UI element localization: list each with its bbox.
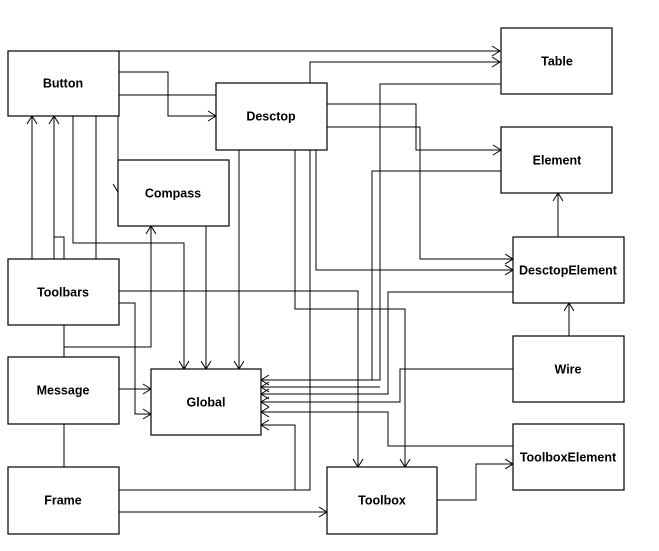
node-element: Element (500, 126, 613, 194)
node-global: Global (150, 368, 262, 436)
node-label: Button (43, 76, 83, 90)
edge-wire-global (261, 368, 513, 403)
node-table: Table (500, 27, 613, 95)
edge-toolbox-global (261, 424, 296, 490)
edge-table-global (261, 83, 501, 381)
node-desctop-element: DesctopElement (512, 236, 625, 304)
node-frame: Frame (7, 466, 120, 535)
edge-toolboxelement-global (261, 411, 513, 447)
node-label: Frame (44, 493, 82, 507)
node-label: Global (187, 395, 226, 409)
node-label: Compass (145, 186, 201, 200)
node-label: DesctopElement (519, 263, 618, 277)
node-label: Desctop (246, 109, 296, 123)
node-desctop: Desctop (215, 82, 328, 151)
node-label: Wire (555, 362, 582, 376)
node-button: Button (7, 50, 120, 117)
edge-button-desctop (119, 71, 216, 117)
edge-desctopelement-global (261, 291, 513, 395)
node-message: Message (7, 356, 120, 425)
edge-button-toolbox (95, 116, 359, 467)
node-label: Message (37, 383, 90, 397)
diagram-nodes: Button Desctop Table Element Compass Des… (7, 27, 625, 535)
node-toolbars: Toolbars (7, 258, 120, 326)
node-toolbox: Toolbox (326, 466, 438, 535)
node-label: Toolbars (37, 285, 89, 299)
node-compass: Compass (117, 159, 230, 227)
edge-toolbars-global-a (119, 302, 151, 415)
node-wire: Wire (512, 335, 625, 403)
diagram-connectors (26, 45, 575, 518)
arrowhead (491, 56, 501, 68)
edge-button-global-1 (72, 116, 185, 369)
edge-desctop-desctopelement (327, 126, 513, 260)
edge-desctop-toolbox (294, 150, 406, 467)
node-label: Table (541, 54, 573, 68)
node-label: Toolbox (358, 493, 406, 507)
node-label: Element (533, 153, 582, 167)
node-toolbox-element: ToolboxElement (512, 423, 625, 491)
arrowhead (491, 45, 501, 57)
edge-toolbox-toolboxelement (437, 463, 513, 501)
edge-element-global (371, 170, 501, 380)
node-label: ToolboxElement (520, 450, 617, 464)
edge-frame-table (119, 61, 500, 491)
edge-toolbars-compass (64, 226, 152, 348)
